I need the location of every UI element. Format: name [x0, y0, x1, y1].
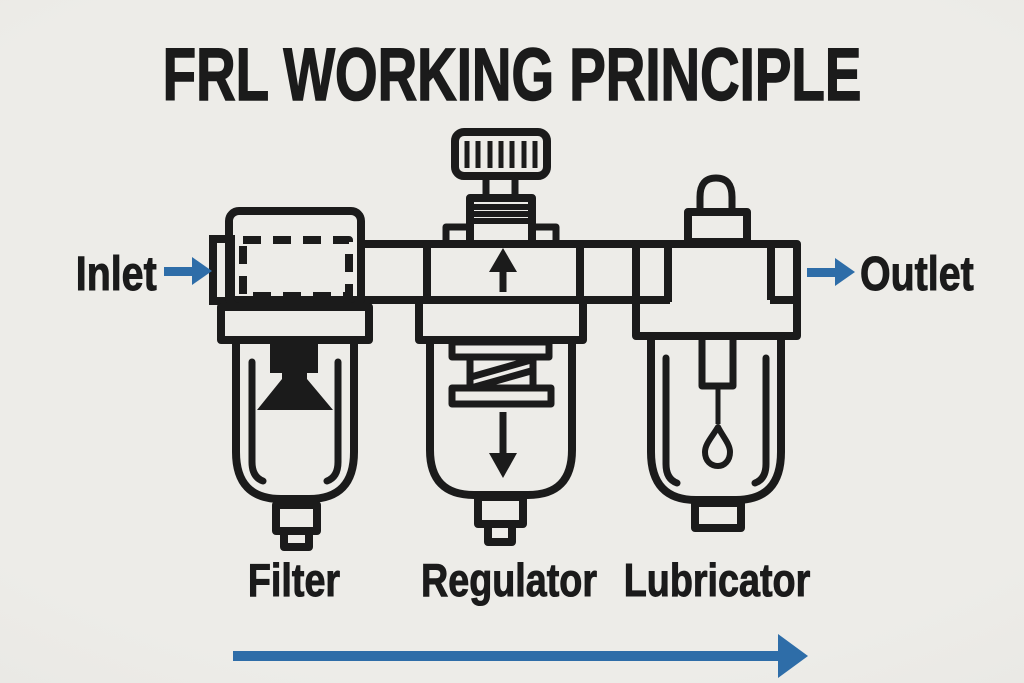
regulator-spring-plate	[448, 384, 555, 408]
filter-element-dashed	[239, 236, 353, 300]
outlet-arrow-icon	[807, 258, 855, 286]
regulator-up-arrow-icon	[489, 248, 517, 292]
filter-bowl-inner-left	[248, 358, 267, 485]
filter-drain-lower	[280, 527, 313, 551]
flow-arrows	[164, 257, 855, 678]
lubricator-bowl-inner-left	[662, 354, 681, 487]
inlet-arrow-icon	[164, 257, 212, 285]
regulator-unit	[415, 128, 587, 546]
filter-shoulder	[217, 303, 373, 344]
outlet-label: Outlet	[860, 248, 975, 301]
regulator-thread-lines	[470, 204, 532, 224]
regulator-drain-upper	[474, 493, 527, 528]
lubricator-dome-base	[684, 208, 751, 246]
regulator-down-arrow-icon	[489, 412, 517, 478]
regulator-drain-lower	[484, 520, 516, 546]
lubricator-drip-tube	[698, 332, 737, 390]
page-title: FRL WORKING PRINCIPLE	[162, 33, 862, 116]
lubricator-droplet-icon	[702, 424, 733, 469]
regulator-knob-knurling	[464, 141, 538, 168]
lubricator-drain	[691, 499, 745, 532]
lubricator-dome	[696, 174, 736, 214]
filter-bowl-inner-right	[323, 358, 342, 485]
regulator-label: Regulator	[420, 554, 598, 606]
lubricator-unit	[632, 174, 801, 532]
lubricator-bowl-inner-right	[751, 354, 770, 487]
regulator-bowl	[426, 336, 576, 499]
filter-label: Filter	[247, 554, 341, 606]
filter-unit	[217, 207, 373, 551]
flow-direction-arrow	[233, 634, 808, 678]
inlet-label: Inlet	[76, 248, 158, 301]
regulator-shoulder	[415, 296, 587, 344]
regulator-spring-coils	[470, 356, 532, 392]
filter-funnel-icon	[257, 336, 333, 410]
lubricator-label: Lubricator	[623, 554, 811, 606]
filter-bowl	[232, 336, 358, 503]
